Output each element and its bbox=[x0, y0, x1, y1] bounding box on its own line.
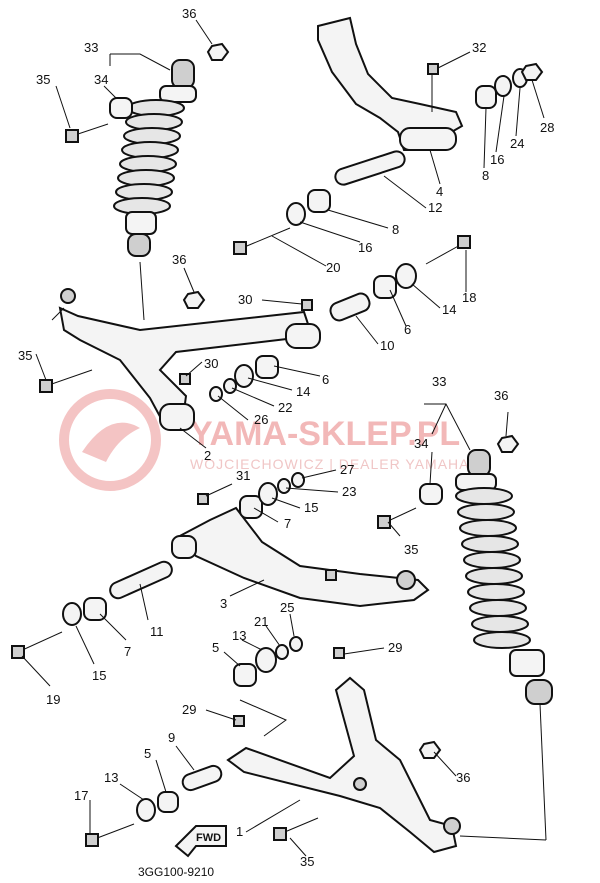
callout-28: 28 bbox=[540, 120, 554, 135]
callout-11: 11 bbox=[150, 624, 164, 639]
callout-24: 24 bbox=[510, 136, 524, 151]
callout-35: 35 bbox=[18, 348, 32, 363]
callout-30: 30 bbox=[204, 356, 218, 371]
callout-21: 21 bbox=[254, 614, 268, 629]
callout-6: 6 bbox=[322, 372, 329, 387]
callout-7: 7 bbox=[124, 644, 131, 659]
callout-26: 26 bbox=[254, 412, 268, 427]
lower-shock-absorber bbox=[377, 434, 553, 705]
callout-5: 5 bbox=[144, 746, 151, 761]
watermark-logo-icon bbox=[59, 389, 161, 491]
upper-a-arm bbox=[39, 288, 321, 431]
callout-8: 8 bbox=[392, 222, 399, 237]
callout-25: 25 bbox=[280, 600, 294, 615]
callout-35: 35 bbox=[300, 854, 314, 869]
watermark-logo-swoosh-icon bbox=[82, 422, 140, 462]
watermark-subtitle: WOJCIECHOWICZ | DEALER YAMAHA bbox=[190, 456, 469, 472]
callout-36: 36 bbox=[494, 388, 508, 403]
leader-lines bbox=[21, 19, 547, 857]
callout-1: 1 bbox=[236, 824, 243, 839]
watermark-title: YAMA-SKLEP.PL bbox=[190, 415, 460, 453]
callout-14: 14 bbox=[296, 384, 310, 399]
callout-20: 20 bbox=[326, 260, 340, 275]
callout-36: 36 bbox=[172, 252, 186, 267]
callout-14: 14 bbox=[442, 302, 456, 317]
callout-33: 33 bbox=[84, 40, 98, 55]
callout-32: 32 bbox=[472, 40, 486, 55]
callout-15: 15 bbox=[304, 500, 318, 515]
callout-9: 9 bbox=[168, 730, 175, 745]
callout-16: 16 bbox=[490, 152, 504, 167]
callout-35: 35 bbox=[36, 72, 50, 87]
callout-18: 18 bbox=[462, 290, 476, 305]
lower-a-arm-rear: FWD bbox=[85, 636, 461, 858]
callout-22: 22 bbox=[278, 400, 292, 415]
callout-35: 35 bbox=[404, 542, 418, 557]
fwd-label: FWD bbox=[196, 832, 221, 844]
frame-bracket bbox=[233, 16, 544, 255]
callout-36: 36 bbox=[182, 6, 196, 21]
callout-10: 10 bbox=[380, 338, 394, 353]
callout-3: 3 bbox=[220, 596, 227, 611]
callout-31: 31 bbox=[236, 468, 250, 483]
callout-23: 23 bbox=[342, 484, 356, 499]
lower-a-arm-front bbox=[11, 472, 430, 659]
callout-13: 13 bbox=[232, 628, 246, 643]
callout-36: 36 bbox=[456, 770, 470, 785]
upper-bushings bbox=[209, 235, 471, 402]
callout-27: 27 bbox=[340, 462, 354, 477]
callout-2: 2 bbox=[204, 448, 211, 463]
callout-labels: 36 33 34 35 32 28 24 16 8 4 12 8 16 20 3… bbox=[18, 6, 554, 869]
callout-7: 7 bbox=[284, 516, 291, 531]
callout-29: 29 bbox=[182, 702, 196, 717]
callout-12: 12 bbox=[428, 200, 442, 215]
callout-29: 29 bbox=[388, 640, 402, 655]
callout-16: 16 bbox=[358, 240, 372, 255]
callout-13: 13 bbox=[104, 770, 118, 785]
callout-19: 19 bbox=[46, 692, 60, 707]
callout-30: 30 bbox=[238, 292, 252, 307]
drawing-code: 3GG100-9210 bbox=[138, 865, 214, 879]
callout-17: 17 bbox=[74, 788, 88, 803]
callout-5: 5 bbox=[212, 640, 219, 655]
fwd-arrow-icon bbox=[174, 825, 227, 858]
upper-shock-absorber bbox=[65, 42, 230, 257]
callout-15: 15 bbox=[92, 668, 106, 683]
callout-6: 6 bbox=[404, 322, 411, 337]
callout-4: 4 bbox=[436, 184, 443, 199]
callout-33: 33 bbox=[432, 374, 446, 389]
watermark: YAMA-SKLEP.PL WOJCIECHOWICZ | DEALER YAM… bbox=[59, 389, 469, 491]
callout-8: 8 bbox=[482, 168, 489, 183]
callout-34: 34 bbox=[94, 72, 108, 87]
callout-34: 34 bbox=[414, 436, 428, 451]
